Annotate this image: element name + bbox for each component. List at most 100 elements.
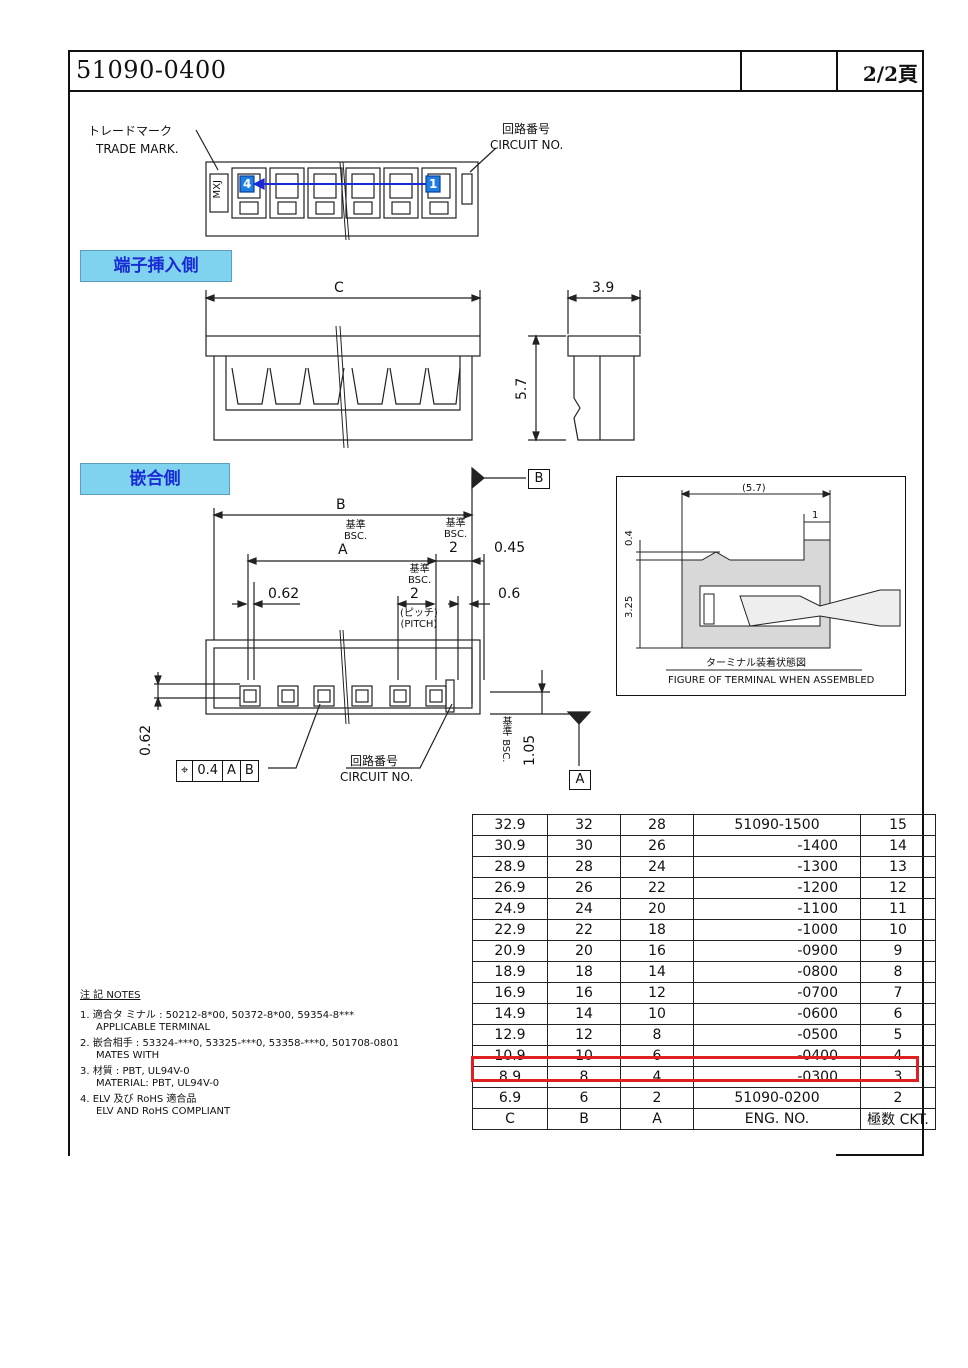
note-2-en: MATES WITH <box>96 1050 160 1061</box>
circuit-no-jp-label-2: 回路番号 <box>350 754 399 768</box>
table-cell: 8.9 <box>472 1066 548 1088</box>
table-cell: 7 <box>860 982 936 1004</box>
table-cell: -1100 <box>693 898 861 920</box>
dim-3-9-label: 3.9 <box>592 280 615 296</box>
insertion-side-view <box>204 290 642 449</box>
dim-v-1-05-label: 1.05 <box>522 734 538 766</box>
table-cell: -0500 <box>693 1024 861 1046</box>
note-3: 3. 材質 : PBT, UL94V-0 <box>80 1066 190 1077</box>
table-cell: 6 <box>547 1087 621 1109</box>
table-cell: 15 <box>860 814 936 836</box>
table-cell: 12.9 <box>472 1024 548 1046</box>
fig-caption-jp: ターミナル装着状態図 <box>706 658 806 669</box>
top-view-connector <box>195 129 497 241</box>
insertion-side-slots <box>231 367 461 405</box>
table-cell: 51090-0200 <box>693 1087 861 1109</box>
table-cell: 26.9 <box>472 877 548 899</box>
mating-side-pins <box>239 679 455 713</box>
notes-block: 注 記 NOTES 1. 適合タ ミナル : 50212-8*00, 50372… <box>80 990 399 1118</box>
table-cell: 24 <box>547 898 621 920</box>
note-1: 1. 適合タ ミナル : 50212-8*00, 50372-8*00, 593… <box>80 1010 355 1021</box>
note-1-en: APPLICABLE TERMINAL <box>96 1022 211 1033</box>
tolerance-value: 0.4 <box>193 761 224 781</box>
table-cell: 8 <box>860 961 936 983</box>
table-cell: 24.9 <box>472 898 548 920</box>
table-cell: -1200 <box>693 877 861 899</box>
note-4-en: ELV AND RoHS COMPLIANT <box>96 1106 231 1117</box>
note-3-en: MATERIAL: PBT, UL94V-0 <box>96 1078 220 1089</box>
table-header-cell: B <box>547 1108 621 1130</box>
pin-first-label: 1 <box>429 177 438 191</box>
dim-0-6-label: 0.6 <box>498 586 521 602</box>
table-cell: 32 <box>547 814 621 836</box>
note-2: 2. 嵌合相手 : 53324-***0, 53325-***0, 53358-… <box>80 1038 400 1049</box>
fig-dim-5-7: (5.7) <box>742 483 766 494</box>
table-cell: 14 <box>547 1003 621 1025</box>
table-cell: 6.9 <box>472 1087 548 1109</box>
table-cell: 30 <box>547 835 621 857</box>
note-4: 4. ELV 及び RoHS 適合品 <box>80 1094 197 1105</box>
table-cell: 10 <box>547 1045 621 1067</box>
table-header-cell: A <box>620 1108 694 1130</box>
circuit-no-jp-label: 回路番号 <box>502 122 551 136</box>
table-cell: 12 <box>620 982 694 1004</box>
table-cell: 4 <box>860 1045 936 1067</box>
dim-5-7-label: 5.7 <box>514 377 530 400</box>
table-cell: 18.9 <box>472 961 548 983</box>
table-cell: 16 <box>620 940 694 962</box>
insertion-side-tag: 端子挿入側 <box>80 250 232 282</box>
trade-mark-jp-label: トレードマーク <box>88 124 173 138</box>
table-cell: 28 <box>620 814 694 836</box>
dim-pitch-label: 2 <box>410 586 419 602</box>
table-cell: 32.9 <box>472 814 548 836</box>
table-cell: 20 <box>620 898 694 920</box>
fig-caption-en: FIGURE OF TERMINAL WHEN ASSEMBLED <box>668 675 875 686</box>
table-cell: 16 <box>547 982 621 1004</box>
table-cell: 4 <box>620 1066 694 1088</box>
mating-side-tag: 嵌合側 <box>80 463 230 495</box>
title-block: 51090-0400 2/2頁 <box>70 52 922 92</box>
title-block-page-cell: 2/2頁 <box>836 52 924 90</box>
table-cell: -0700 <box>693 982 861 1004</box>
brand-mark: MXJ <box>212 180 223 199</box>
fig-dim-0-4: 0.4 <box>624 530 635 546</box>
fig-dim-3-25: 3.25 <box>624 595 635 618</box>
table-cell: 22 <box>547 919 621 941</box>
dim-b-label: B <box>336 497 346 513</box>
circuit-no-en-label-2: CIRCUIT NO. <box>340 770 414 784</box>
table-cell: 8 <box>620 1024 694 1046</box>
table-cell: -1400 <box>693 835 861 857</box>
table-cell: 16.9 <box>472 982 548 1004</box>
pin-last-label: 4 <box>243 177 252 191</box>
table-cell: 14 <box>860 835 936 857</box>
position-symbol-icon: ⌖ <box>177 761 194 781</box>
table-cell: 26 <box>547 877 621 899</box>
dim-0-45-label: 0.45 <box>494 540 526 556</box>
table-cell: 6 <box>860 1003 936 1025</box>
sheet-open-bottom <box>70 1150 836 1160</box>
table-cell: 26 <box>620 835 694 857</box>
table-cell: 3 <box>860 1066 936 1088</box>
table-cell: 22 <box>620 877 694 899</box>
table-cell: 18 <box>620 919 694 941</box>
table-cell: 22.9 <box>472 919 548 941</box>
table-cell: 9 <box>860 940 936 962</box>
table-cell: 24 <box>620 856 694 878</box>
dim-2-label: 2 <box>449 540 458 556</box>
table-cell: 30.9 <box>472 835 548 857</box>
tolerance-datum-b: B <box>244 763 254 778</box>
datum-a-box: A <box>569 770 591 790</box>
table-cell: 14.9 <box>472 1003 548 1025</box>
